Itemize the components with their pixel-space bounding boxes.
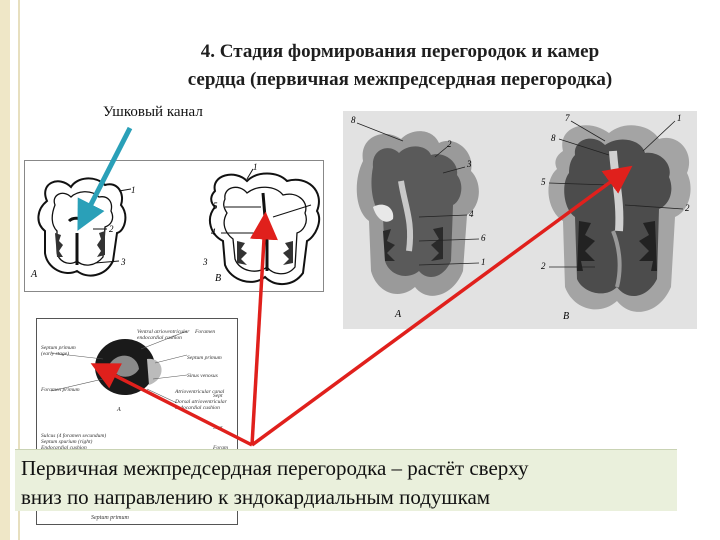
title-line-1: 4. Стадия формирования перегородок и кам… <box>200 41 600 62</box>
svg-text:endocardial cushion: endocardial cushion <box>175 405 220 411</box>
photo-b-number-2: 2 <box>685 203 690 213</box>
svg-text:Sept: Sept <box>213 393 223 399</box>
schematic-b-number-4: 4 <box>211 227 216 237</box>
schematic-b-number-5: 5 <box>213 201 218 211</box>
left-decorative-bar <box>0 0 10 540</box>
svg-text:Septum primum: Septum primum <box>187 355 222 361</box>
schematic-b-number-1: 1 <box>253 162 258 172</box>
photo-a-number-8: 8 <box>351 115 356 125</box>
red-arrow-to-photo <box>250 165 633 447</box>
caption-box: Первичная межпредсердная перегородка – р… <box>15 449 677 511</box>
photo-a-number-4: 4 <box>469 209 474 219</box>
svg-text:Foramen: Foramen <box>194 329 215 335</box>
schematic-panel-a-label: A <box>30 269 38 280</box>
red-arrow-to-small-figure <box>90 363 253 447</box>
svg-text:Ventral atrioventricular: Ventral atrioventricular <box>137 329 190 335</box>
svg-text:Sulcus (4 foramen secundum): Sulcus (4 foramen secundum) <box>41 432 106 439</box>
svg-text:Foram: Foram <box>212 445 228 451</box>
svg-text:Dorsal atrioventricular: Dorsal atrioventricular <box>174 399 228 405</box>
svg-text:(early stage): (early stage) <box>41 350 69 357</box>
photo-b-number-7: 7 <box>565 113 570 123</box>
svg-text:Septum primum: Septum primum <box>41 345 76 351</box>
caption-line-1: Первичная межпредсердная перегородка – р… <box>21 456 529 480</box>
photo-heart-drawing: 8 2 3 4 6 1 A 7 8 1 5 2 2 B <box>343 111 697 329</box>
photo-b-number-5: 5 <box>541 177 546 187</box>
schematic-a-number-2: 2 <box>109 224 114 234</box>
ear-canal-arrow <box>77 126 133 231</box>
schematic-heart-drawing: 1 2 3 A 1 5 4 3 B <box>30 162 321 285</box>
photo-a-number-3: 3 <box>466 159 472 169</box>
schematic-a-number-1: 1 <box>131 185 136 195</box>
schematic-panel-b-label: B <box>215 273 221 284</box>
svg-text:Foramen primum: Foramen primum <box>40 387 80 393</box>
schematic-heart-figure: 1 2 3 A 1 5 4 3 B <box>24 160 324 292</box>
svg-text:endocardial cushion: endocardial cushion <box>137 335 182 341</box>
photo-a-number-6: 6 <box>481 233 486 243</box>
photo-panel-b-label: B <box>563 311 569 322</box>
caption-line-2: вниз по направлению к зндокардиальным по… <box>21 485 491 509</box>
left-decorative-line <box>18 0 20 540</box>
svg-text:Endocardial cushion: Endocardial cushion <box>40 445 87 451</box>
photo-a-number-1: 1 <box>481 257 486 267</box>
svg-text:Atrioventricular canal: Atrioventricular canal <box>174 389 225 395</box>
photo-panel-a-label: A <box>394 309 402 320</box>
photo-b-number-8: 8 <box>551 133 556 143</box>
ear-canal-label: Ушковый канал <box>103 104 203 120</box>
small-figure-bottom-label: Septum primum <box>91 515 129 521</box>
photo-a-number-2: 2 <box>447 139 452 149</box>
photo-b-number-2-lower: 2 <box>541 261 546 271</box>
slide-title: 4. Стадия формирования перегородок и кам… <box>110 38 690 94</box>
photo-heart-figure: 8 2 3 4 6 1 A 7 8 1 5 2 2 B <box>343 111 697 329</box>
schematic-b-number-3: 3 <box>202 257 208 267</box>
svg-text:Septum spurium (right): Septum spurium (right) <box>41 438 93 445</box>
schematic-a-number-3: 3 <box>120 257 126 267</box>
svg-text:Sinus venosus: Sinus venosus <box>187 373 218 379</box>
red-arrow-to-schematic <box>250 211 278 446</box>
photo-b-number-1: 1 <box>677 113 682 123</box>
small-figure-label-a: A <box>116 407 121 413</box>
title-line-2: сердца (первичная межпредсердная перегор… <box>187 69 613 90</box>
